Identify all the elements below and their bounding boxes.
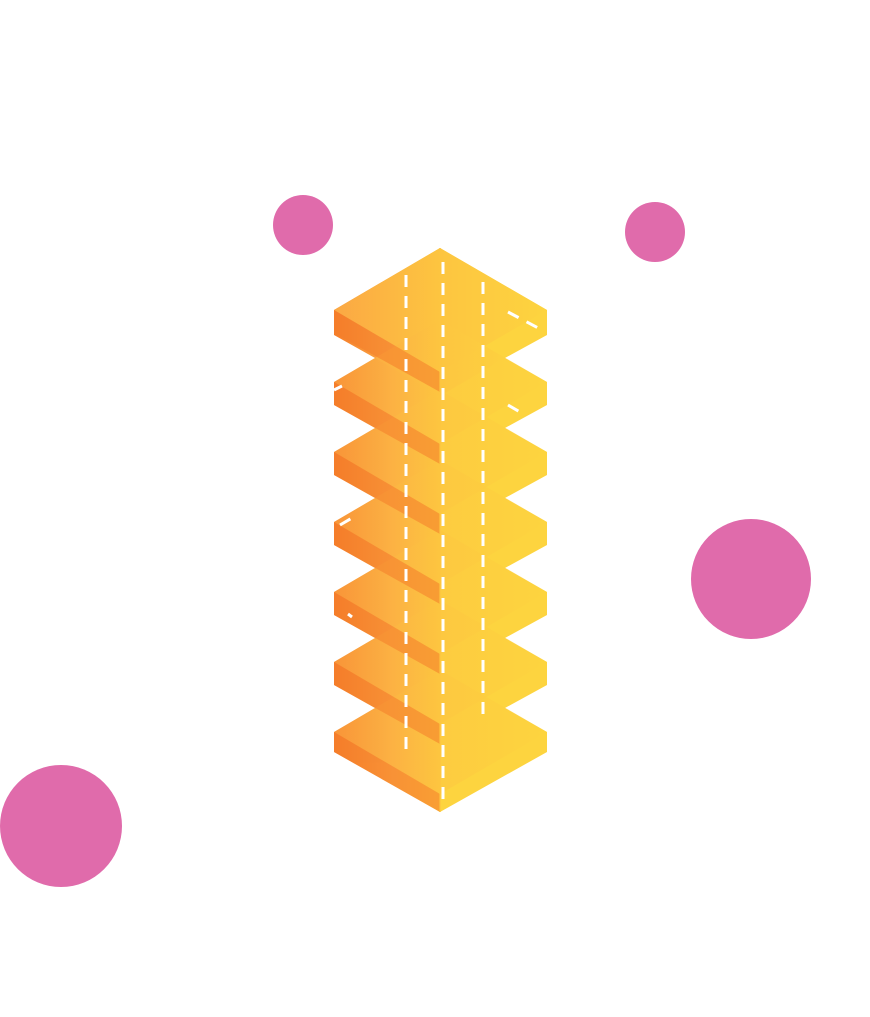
decorative-dots bbox=[0, 195, 811, 887]
circle-icon-dot-right bbox=[691, 519, 811, 639]
dashed-guides bbox=[333, 262, 541, 800]
stack-shadow-bands bbox=[334, 310, 440, 812]
circle-icon-dot-top-left bbox=[273, 195, 333, 255]
zigzag-stack-icon bbox=[333, 248, 547, 812]
circle-icon-dot-top-right bbox=[625, 202, 685, 262]
circle-icon-dot-bottom-left bbox=[0, 765, 122, 887]
